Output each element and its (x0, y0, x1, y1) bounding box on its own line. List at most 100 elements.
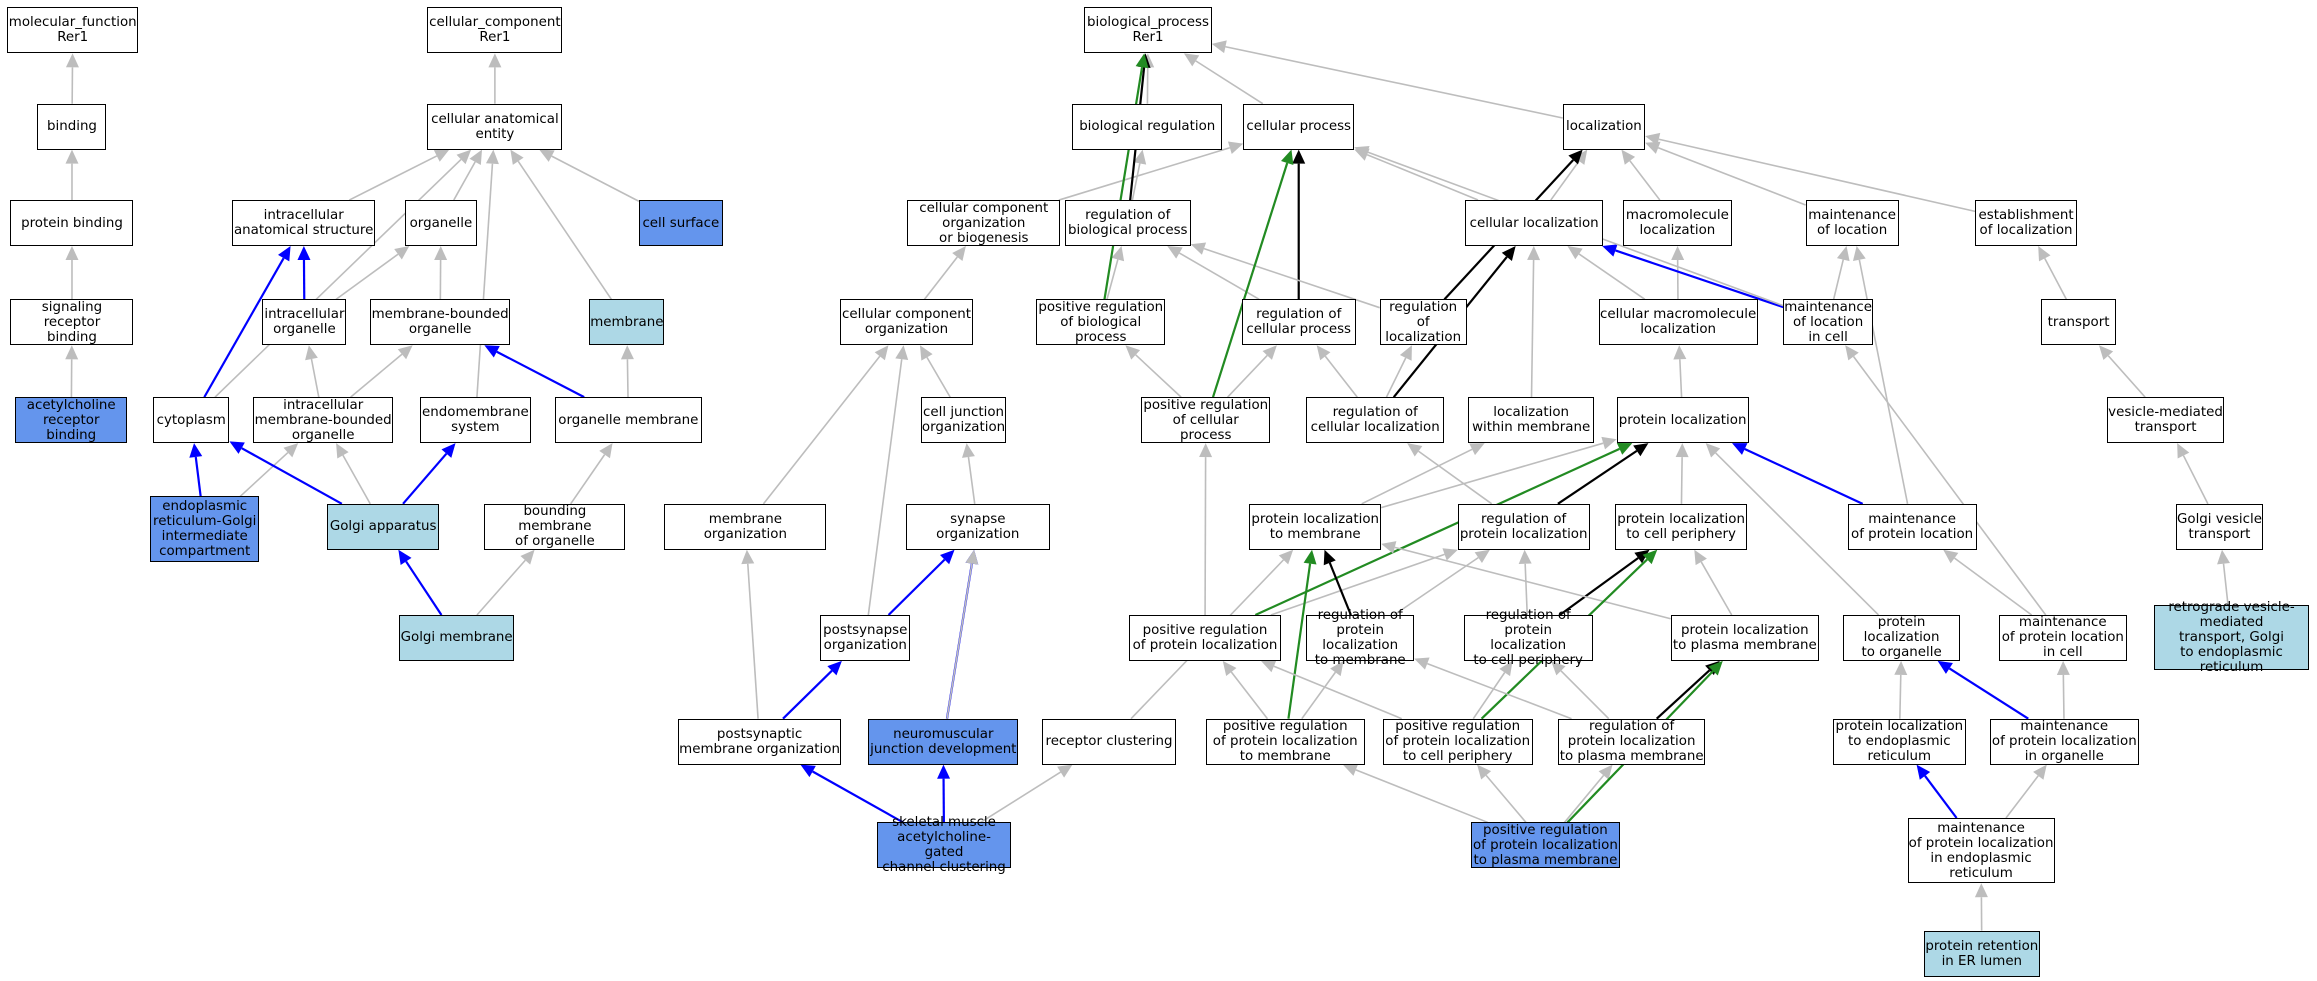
edge-maintpler-to-maintplio (2005, 764, 2047, 819)
edge-maintplio-to-plto (1937, 660, 2029, 720)
arrowhead (827, 660, 842, 676)
node-golgi: Golgi apparatus (326, 503, 440, 550)
edge-cytoplasm-to-ias (203, 245, 291, 398)
edge-posregcp-to-cellproc (1211, 149, 1294, 398)
edge-maintplincell-to-maintpl (1943, 549, 2033, 616)
edge-cytoplasm-to-cae (214, 149, 472, 398)
node-macloc: macromolecule localization (1622, 200, 1733, 246)
arrowhead (1705, 443, 1721, 458)
arrowhead (485, 149, 499, 165)
arrowhead (1330, 660, 1344, 677)
edge-smach-to-njd (937, 764, 951, 823)
arrowhead (952, 245, 966, 262)
edge-smach-to-rc (980, 764, 1073, 824)
edge-maintlocincell-to-maintloc (1832, 245, 1850, 300)
node-golgimem: Golgi membrane (398, 614, 515, 661)
node-regpltcp: regulation of protein localization to ce… (1463, 608, 1593, 668)
edge-regpl-to-protloc (1557, 443, 1649, 505)
node-cco: cellular component organization (839, 299, 974, 346)
arrowhead (1407, 443, 1423, 457)
edge-regloc-to-regbp (1190, 242, 1380, 309)
node-bmo: bounding membrane of organelle (484, 503, 626, 550)
edge-ias-to-cae (348, 149, 450, 201)
edge-posregpl-to-regpl (1270, 548, 1458, 616)
arrowhead (1303, 549, 1317, 565)
edge-prer-to-maintpler (1974, 883, 1988, 931)
arrowhead (1316, 345, 1331, 361)
arrowhead (1211, 40, 1227, 54)
arrowhead (1567, 245, 1583, 260)
arrowhead (488, 53, 502, 68)
arrowhead (1260, 660, 1277, 673)
node-posregbp: positive regulation of biological proces… (1036, 299, 1166, 346)
node-regcp: regulation of cellular process (1241, 299, 1356, 346)
arrowhead (433, 149, 450, 162)
edge-regpltm-to-pltm (1323, 549, 1352, 616)
edge-golgimem-to-bmo (476, 549, 535, 616)
node-pso: postsynapse organization (820, 614, 911, 661)
node-plto: protein localization to organelle (1843, 614, 1961, 661)
arrowhead (1598, 764, 1613, 780)
arrowhead (1501, 245, 1516, 261)
node-cc: cellular_component Rer1 (427, 7, 563, 54)
node-synorg: synapse organization (905, 503, 1050, 550)
node-pltm: protein localization to membrane (1249, 503, 1382, 550)
edge-posregpl-to-posregcp (1199, 443, 1213, 615)
arrowhead (1354, 145, 1370, 159)
node-ias: intracellular anatomical structure (232, 200, 375, 246)
edge-golgimem-to-golgi (398, 549, 443, 616)
node-vmt: vesicle-mediated transport (2107, 397, 2224, 444)
arrowhead (398, 549, 412, 566)
node-gvt: Golgi vesicle transport (2176, 503, 2263, 550)
arrowhead (1732, 443, 1748, 455)
edge-orgmem-to-mbo (484, 345, 585, 399)
edge-posregbp-to-regbp (1106, 245, 1125, 300)
node-maintloc: maintenance of location (1805, 200, 1899, 246)
edge-intorg-to-organelle (335, 245, 410, 300)
arrowhead (1937, 660, 1953, 674)
node-orgmem: organelle membrane (554, 397, 702, 444)
node-cae: cellular anatomical entity (427, 103, 563, 150)
arrowhead (189, 443, 203, 458)
edge-posregpltcp-to-regpltcp (1472, 660, 1513, 720)
arrowhead (1474, 549, 1490, 564)
node-cjo: cell junction organization (920, 397, 1007, 444)
node-regloc: regulation of localization (1379, 299, 1467, 346)
node-posregcp: positive regulation of cellular process (1141, 397, 1271, 444)
arrowhead (539, 149, 555, 162)
arrowhead (1708, 660, 1723, 676)
arrowhead (1621, 149, 1636, 165)
arrowhead (962, 443, 975, 458)
arrowhead (434, 245, 448, 261)
arrowhead (800, 764, 816, 778)
edge-maintpl-to-protloc (1732, 443, 1864, 505)
edge-pltpm-to-pltm (1381, 541, 1671, 620)
node-mf: molecular_function Rer1 (7, 7, 138, 54)
edge-transport-to-estloc (2038, 245, 2068, 300)
node-njd: neuromuscular junction development (868, 718, 1019, 765)
edge-protbind-to-binding (65, 149, 79, 201)
arrowhead (620, 345, 634, 360)
node-regpl: regulation of protein localization (1457, 503, 1590, 550)
edge-posregpltm-to-regpltm (1301, 660, 1344, 720)
node-pltoer: protein localization to endoplasmic reti… (1832, 718, 1967, 765)
edge-regpltcp-to-pltcp (1559, 549, 1650, 616)
edge-maintplio-to-maintplincell (2056, 660, 2070, 719)
edge-regcellloc-to-regcp (1316, 345, 1358, 398)
node-organelle: organelle (404, 200, 477, 246)
arrowhead (1399, 345, 1412, 361)
arrowhead (1527, 245, 1541, 261)
node-ccob: cellular component organization or bioge… (907, 200, 1061, 246)
edge-posregpltcp-to-posregpl (1260, 660, 1403, 720)
edge-macloc-to-loc (1621, 149, 1661, 201)
node-srb: signaling receptor binding (10, 299, 134, 346)
arrowhead (1602, 244, 1618, 257)
edge-cjo-to-cco (919, 345, 951, 398)
node-maintpler: maintenance of protein localization in e… (1907, 817, 2055, 884)
edge-bmo-to-orgmem (570, 443, 613, 505)
arrowhead (1852, 245, 1866, 261)
arrowhead (895, 345, 909, 361)
node-locwm: localization within membrane (1468, 397, 1595, 444)
arrowhead (1292, 149, 1306, 164)
